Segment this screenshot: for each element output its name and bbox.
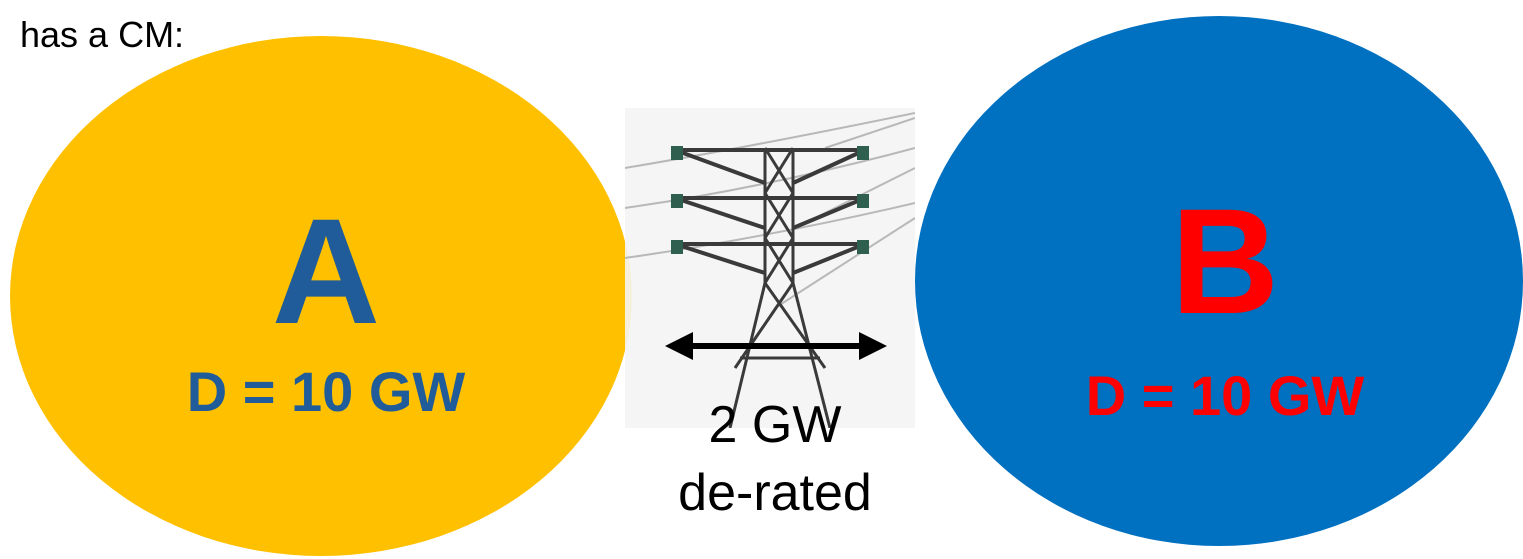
header-text: has a CM: [20, 14, 185, 55]
interconnector-label: 2 GW de-rated [630, 392, 920, 527]
interconnector-capacity: 2 GW [708, 396, 842, 454]
region-b-circle: B D = 10 GW [915, 16, 1523, 546]
transmission-tower-icon [625, 108, 915, 428]
double-headed-arrow-icon [665, 332, 887, 360]
region-b-letter: B [1170, 177, 1280, 345]
region-a-letter: A [271, 187, 381, 355]
region-b-demand: D = 10 GW [1085, 364, 1365, 427]
region-a-circle: A D = 10 GW [10, 36, 632, 556]
interconnector-note: de-rated [678, 463, 872, 522]
region-a-demand: D = 10 GW [186, 360, 466, 423]
